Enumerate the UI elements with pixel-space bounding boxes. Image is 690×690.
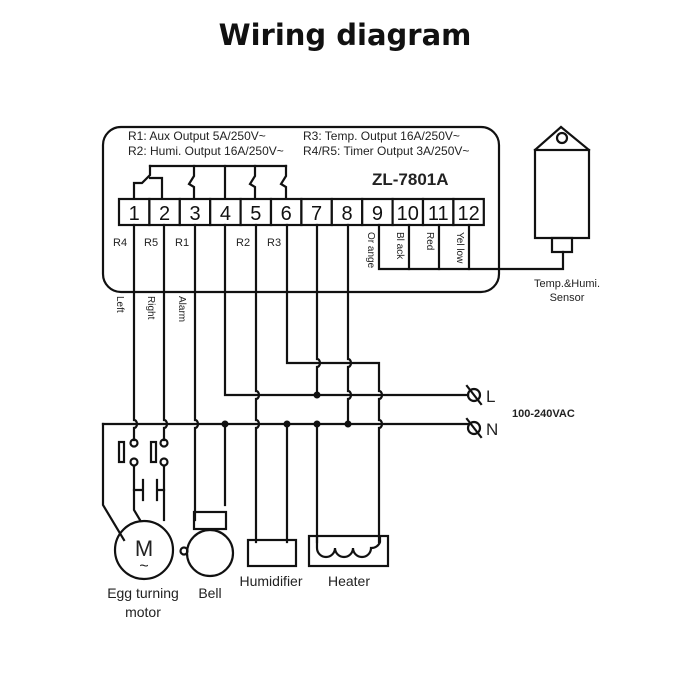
wire-color-yellow: Yel low (454, 232, 465, 264)
spec-r3: R3: Temp. Output 16A/250V~ (303, 129, 460, 143)
terminal-4: 4 (209, 197, 242, 227)
bell-icon (185, 528, 235, 578)
terminal-number: 3 (189, 203, 200, 225)
terminal-number: 1 (129, 203, 140, 225)
terminal-9: 9 (361, 197, 394, 227)
terminal-5: 5 (239, 197, 273, 227)
relay-contacts (132, 164, 288, 199)
terminal-number: 2 (159, 203, 170, 225)
wire-color-red: Red (424, 232, 435, 250)
sensor-label-line1: Temp.&Humi. (534, 278, 600, 290)
relay-label-r5: R5 (144, 237, 158, 249)
heater (307, 534, 390, 568)
wire-label-alarm: Alarm (176, 296, 187, 322)
terminal-number: 10 (397, 203, 419, 225)
power-terminal-n (465, 417, 483, 439)
motor-label-line1: Egg turning (107, 585, 179, 601)
bell-label: Bell (198, 585, 221, 601)
wire-label-left: Left (114, 296, 125, 313)
spec-r1: R1: Aux Output 5A/250V~ (128, 129, 266, 143)
relay-label-r4: R4 (113, 237, 127, 249)
motor-icon (113, 519, 175, 581)
wire-label-right: Right (145, 296, 156, 320)
temp-humi-sensor (533, 125, 591, 254)
terminal-6: 6 (269, 197, 303, 227)
bell (179, 510, 235, 578)
junction-dots (221, 391, 352, 428)
spec-r4r5: R4/R5: Timer Output 3A/250V~ (303, 144, 469, 158)
timer-contacts (117, 438, 169, 522)
sensor-harness (377, 223, 565, 271)
power-voltage: 100-240VAC (512, 408, 575, 420)
model-number: ZL-7801A (372, 170, 449, 189)
spec-r2: R2: Humi. Output 16A/250V~ (128, 144, 284, 158)
motor-wave-symbol: ~ (139, 558, 148, 575)
terminal-2: 2 (148, 197, 181, 227)
terminal-10: 10 (391, 197, 425, 227)
terminal-12: 12 (452, 197, 485, 227)
diagram-title: Wiring diagram (218, 18, 472, 52)
heating-coil-icon (315, 536, 382, 559)
humidifier-label: Humidifier (239, 573, 302, 589)
terminal-number: 11 (428, 203, 449, 225)
power-label-l: L (486, 387, 495, 406)
wire-color-orange: Or ange (365, 232, 376, 269)
screw-terminal-icon (466, 420, 482, 436)
sensor-mount-hole-icon (555, 131, 569, 145)
terminal-8: 8 (330, 197, 364, 227)
terminal-number: 7 (311, 203, 322, 225)
controller-housing (101, 125, 501, 294)
motor-symbol: M (135, 536, 153, 561)
heater-label: Heater (328, 573, 370, 589)
power-label-n: N (486, 420, 498, 439)
motor-label-line2: motor (125, 604, 161, 620)
egg-turning-motor: M ~ (113, 519, 175, 581)
relay-label-r1: R1 (175, 237, 189, 249)
power-terminal-l (465, 384, 483, 406)
sensor-label-line2: Sensor (550, 292, 585, 304)
wire-color-black: Bl ack (394, 232, 405, 260)
humidifier (246, 538, 298, 568)
terminal-number: 6 (281, 203, 292, 225)
relay-label-r3: R3 (267, 237, 281, 249)
relay-label-r2: R2 (236, 237, 250, 249)
terminal-1: 1 (117, 197, 151, 227)
terminal-number: 12 (457, 203, 479, 225)
terminal-7: 7 (300, 197, 333, 227)
output-wires (101, 223, 470, 544)
terminal-3: 3 (178, 197, 212, 227)
terminal-11: 11 (421, 197, 455, 227)
screw-terminal-icon (466, 387, 482, 403)
terminal-number: 5 (250, 203, 261, 225)
terminal-number: 4 (220, 203, 231, 225)
terminal-number: 8 (341, 203, 352, 225)
terminal-number: 9 (372, 203, 383, 225)
